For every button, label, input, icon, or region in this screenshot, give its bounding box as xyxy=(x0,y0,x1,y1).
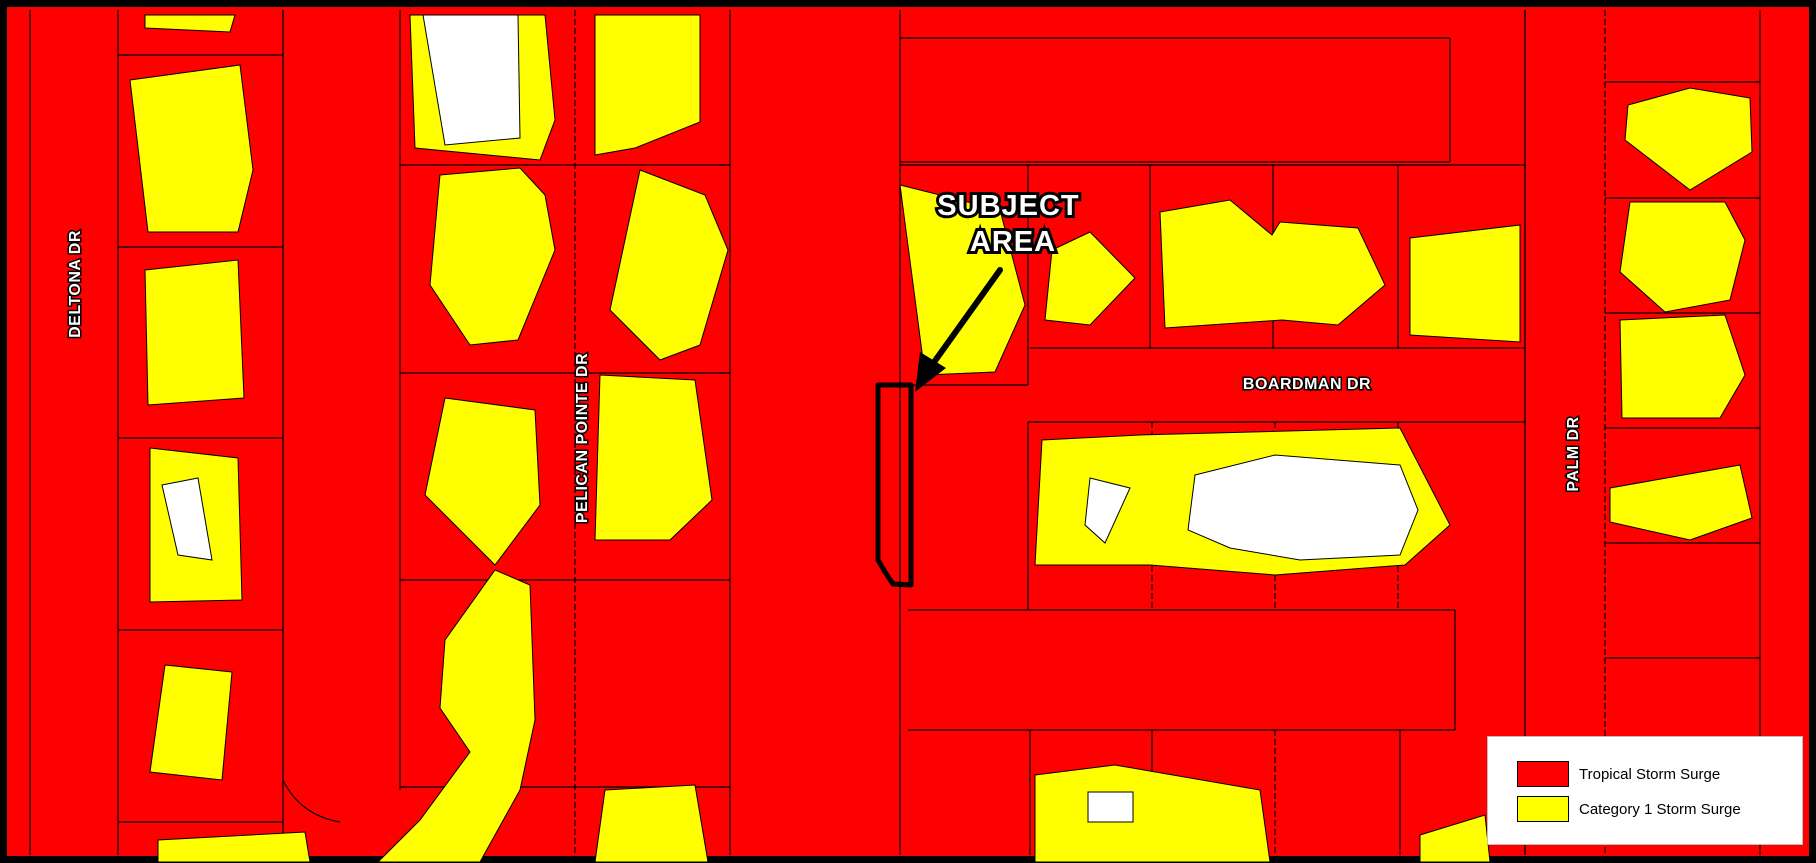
subject-area-arrow xyxy=(915,267,1003,392)
road-label-deltona: DELTONA DR xyxy=(67,230,84,338)
road-label-boardman: BOARDMAN DR xyxy=(1243,376,1371,393)
map-legend: Tropical Storm Surge Category 1 Storm Su… xyxy=(1487,736,1803,845)
road-label-pelican-pointe: PELICAN POINTE DR xyxy=(574,353,591,523)
legend-swatch-red xyxy=(1517,761,1569,787)
subject-area-label: SUBJECT AREA xyxy=(937,190,1088,258)
no-surge-areas xyxy=(161,14,1419,823)
legend-label: Category 1 Storm Surge xyxy=(1579,800,1741,818)
subject-area-line1: SUBJECT xyxy=(937,190,1079,222)
subject-area-line2: AREA xyxy=(970,226,1056,258)
category-1-surge-areas xyxy=(129,14,1753,863)
legend-label: Tropical Storm Surge xyxy=(1579,765,1721,783)
road-label-palm: PALM DR xyxy=(1565,416,1582,491)
legend-item-category-1-storm-surge: Category 1 Storm Surge xyxy=(1517,796,1802,822)
legend-item-tropical-storm-surge: Tropical Storm Surge xyxy=(1517,761,1802,787)
subject-area-outline xyxy=(875,382,914,588)
legend-swatch-yellow xyxy=(1517,796,1569,822)
